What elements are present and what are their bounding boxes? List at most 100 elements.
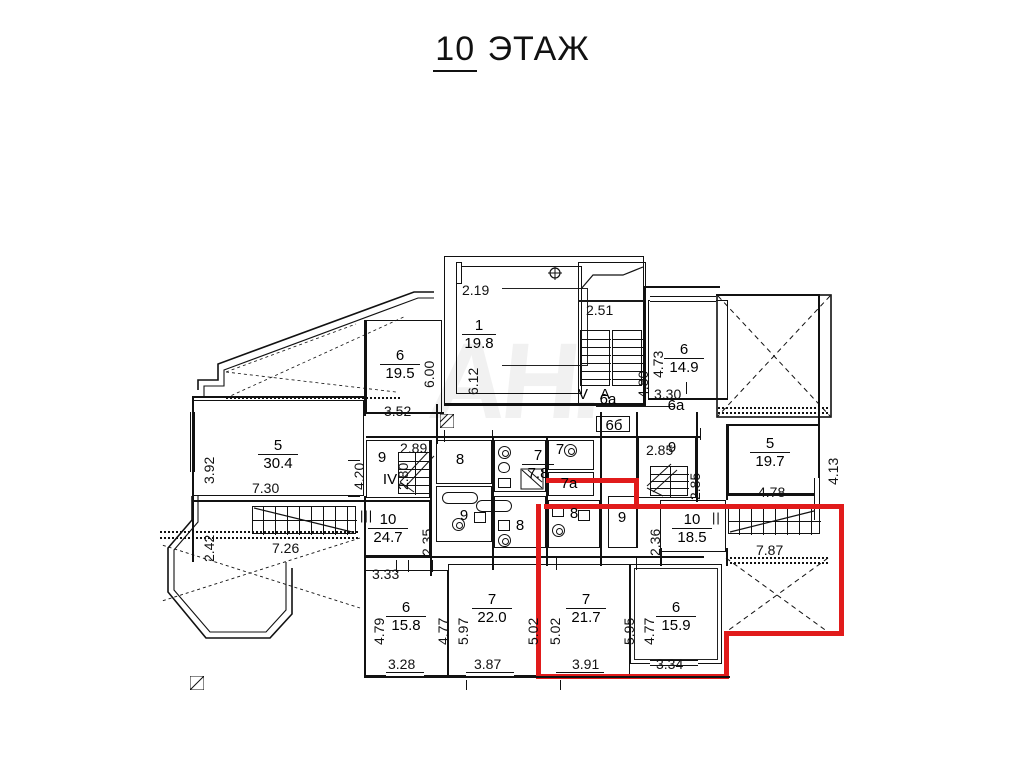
room-number-6b: 6б — [605, 417, 623, 434]
dim-4-78: 4.78 — [758, 484, 786, 500]
wall-join-g — [726, 548, 728, 566]
dim-3-30: 3.30 — [654, 386, 682, 402]
dim-5-95: 5.95 — [621, 617, 637, 645]
room-8-mid-outline — [494, 496, 546, 548]
window-bottom-4 — [650, 660, 698, 666]
balcony-upper-right — [716, 294, 832, 418]
room-1-inner-notch — [502, 288, 588, 366]
wall-mid-vert-7 — [726, 424, 728, 500]
floor-word: ЭТАЖ — [487, 30, 590, 68]
wall-join-h — [364, 496, 366, 558]
terrace-lower-left — [160, 496, 430, 686]
dim-3-52: 3.52 — [384, 403, 412, 419]
room-number-9-left: 9 — [377, 449, 387, 466]
room-number-9-mid: 9 — [459, 507, 469, 524]
vent-symbol-icon — [548, 266, 562, 280]
wall-far-right — [818, 294, 820, 494]
wall-6a-top — [596, 406, 674, 408]
toilet-icon-3 — [498, 534, 511, 547]
tick-10 — [432, 560, 433, 572]
tick-3 — [492, 430, 493, 442]
red-seg-bottom-right — [724, 631, 844, 636]
wall-corridor-top — [192, 500, 432, 502]
dim-4-73: 4.73 — [650, 350, 666, 378]
room-7-right-outline — [548, 440, 594, 470]
wall-room5-top — [192, 396, 364, 398]
toilet-icon-2 — [498, 446, 511, 459]
room-7-7-8-outline — [494, 440, 546, 492]
wall-room6-left — [364, 320, 366, 416]
sink-icon-3 — [498, 520, 510, 531]
room-label-7-22-0: 7 22.0 — [472, 592, 512, 625]
wall-join-d — [546, 540, 548, 566]
toilet-icon-4 — [564, 444, 577, 457]
dim-4-79: 4.79 — [371, 617, 387, 645]
wall-bottom-left-edge — [364, 556, 366, 676]
room-8-right-outline — [548, 500, 600, 548]
bathtub-icon-2 — [476, 500, 512, 512]
dim-4-20: 4.20 — [351, 462, 367, 490]
bathtub-icon — [442, 492, 478, 504]
balcony-lower-right — [724, 556, 830, 634]
dim-4-77: 4.77 — [435, 617, 451, 645]
room-label-7-7-8: 7 7.8 — [522, 448, 554, 481]
wall-top-right — [644, 286, 720, 288]
stair-right-marker: || — [712, 510, 721, 525]
wall-join-j — [366, 412, 444, 414]
room-number-8-mid: 8 — [515, 517, 525, 534]
wall-left-lower — [192, 502, 194, 562]
red-seg-top-main — [544, 504, 844, 509]
dim-2-35: 2.35 — [419, 528, 435, 556]
dim-3-92: 3.92 — [201, 456, 217, 484]
dim-2-85: 2.85 — [646, 442, 674, 458]
dim-3-28: 3.28 — [388, 656, 416, 672]
dim-4-80: 4.80 — [635, 370, 651, 398]
floor-number: 10 — [433, 30, 478, 72]
room-label-5-19-7: 5 19.7 — [750, 436, 790, 469]
tick-6 — [686, 382, 687, 394]
wall-core-right — [644, 286, 646, 406]
dim-3-34: 3.34 — [656, 656, 684, 672]
room-number-8-right-1: 8 — [569, 505, 579, 522]
dim-2-85-v: 2.85 — [687, 472, 703, 500]
stair-core-ramp — [579, 263, 645, 299]
tick-4 — [700, 428, 701, 440]
dim-7-30: 7.30 — [252, 480, 280, 496]
dim-7-26: 7.26 — [272, 540, 300, 556]
wall-mid-vert-1 — [430, 440, 432, 558]
dim-4-13: 4.13 — [825, 457, 841, 485]
room-number-9-far-right: 9 — [667, 439, 677, 456]
room-label-10-18-5: 10 18.5 — [672, 512, 712, 545]
page-title: 10 ЭТАЖ — [0, 30, 1023, 72]
room-6b-outline — [596, 416, 630, 432]
tick-13 — [396, 560, 397, 572]
stair-flight-right — [612, 330, 643, 386]
room-number-6a-right: 6а — [667, 397, 685, 414]
red-seg-left — [536, 504, 541, 679]
wall-join-b — [430, 556, 432, 576]
elevator-label-v: V — [578, 386, 589, 403]
room-8-left-outline — [436, 440, 492, 484]
room-label-6-14-9: 6 14.9 — [664, 342, 704, 375]
tick-7 — [348, 460, 360, 461]
room-7a-outline — [548, 472, 594, 496]
dim-2-89: 2.89 — [400, 440, 428, 456]
room-10-18-5-outline — [660, 500, 726, 552]
red-seg-spacer — [548, 488, 553, 493]
room-number-9-right: 9 — [617, 509, 627, 526]
wall-bottom-edge — [364, 676, 730, 678]
tick-2 — [436, 430, 437, 442]
room-label-6-15-8: 6 15.8 — [386, 600, 426, 633]
dim-3-33: 3.33 — [372, 566, 400, 582]
wall-join-c — [492, 540, 494, 570]
dim-4-77-b: 4.77 — [641, 617, 657, 645]
sink-icon-2 — [498, 462, 510, 473]
wall-mid-horiz-2 — [364, 556, 704, 558]
room-number-7a: 7а — [560, 475, 578, 492]
dim-6-00: 6.00 — [421, 360, 437, 388]
room-9-mid-outline — [436, 486, 492, 542]
tick-9 — [408, 560, 409, 572]
stair-flight-left — [580, 330, 611, 386]
stair-right-direction-arrow — [728, 508, 820, 534]
wall-top-center-block — [444, 256, 644, 404]
